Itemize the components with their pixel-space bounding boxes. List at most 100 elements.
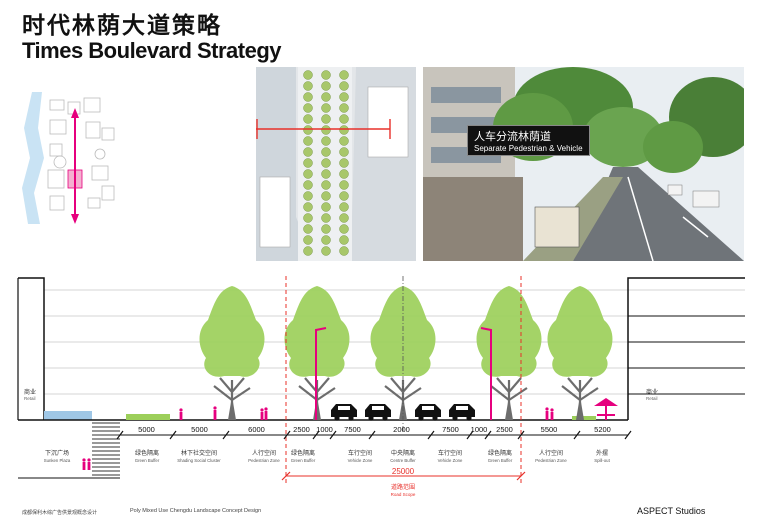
zone-label-en: Green Buffer [488, 458, 513, 463]
zone-label-cn: 车行空间 [438, 449, 462, 457]
plan-tree [303, 125, 313, 135]
plan-tree [339, 180, 349, 190]
plan-tree [339, 213, 349, 223]
person-icon [213, 406, 217, 420]
dimension-label: 2000 [393, 425, 410, 434]
plaza-water [44, 411, 92, 420]
page-title-en: Times Boulevard Strategy [22, 38, 282, 63]
arrow-down-icon [71, 214, 79, 224]
plan-tree [321, 70, 331, 80]
key-map [20, 88, 122, 228]
street-photo [423, 67, 744, 261]
plan-tree [321, 202, 331, 212]
person-icon [179, 408, 183, 420]
zone-label-cn: 人行空间 [539, 449, 563, 457]
dimension-label: 1000 [316, 425, 333, 434]
dimension-label: 7500 [442, 425, 459, 434]
plan-tree [321, 191, 331, 201]
plan-tree [339, 81, 349, 91]
plan-tree [303, 180, 313, 190]
zone-label-cn: 林下社交空间 [181, 449, 217, 457]
right-building-label-en: Retail [646, 396, 658, 401]
plan-tree [321, 235, 331, 245]
zone-label-cn: 绿色隔离 [488, 449, 512, 457]
plan-view [256, 67, 416, 261]
plan-tree [303, 191, 313, 201]
plan-tree [321, 158, 331, 168]
page-title-cn: 时代林荫大道策略 [22, 13, 222, 39]
section-cars [331, 404, 475, 421]
photo-callout: 人车分流林荫道 Separate Pedestrian & Vehicle [467, 125, 590, 156]
plan-tree [339, 70, 349, 80]
section-tree [199, 286, 265, 420]
plan-tree [321, 147, 331, 157]
zone-label-cn: 绿色隔离 [135, 449, 159, 457]
plan-tree [321, 125, 331, 135]
plan-tree [339, 169, 349, 179]
plan-tree [339, 224, 349, 234]
plan-tree [303, 224, 313, 234]
plan-tree [303, 169, 313, 179]
plan-tree [321, 103, 331, 113]
dimension-label: 2500 [496, 425, 513, 434]
zone-label-cn: 外摆 [596, 449, 608, 457]
section-tree [547, 286, 613, 420]
plan-tree [303, 70, 313, 80]
dimension-label: 5500 [541, 425, 558, 434]
car-icon [331, 404, 357, 421]
person-icon [87, 458, 91, 470]
lamp-posts [315, 327, 492, 420]
zone-label-en: Green Buffer [291, 458, 316, 463]
arrow-up-icon [71, 108, 79, 118]
green-buffer-hedge [126, 414, 170, 420]
section-tree [476, 286, 542, 420]
plan-tree [339, 103, 349, 113]
plan-tree [321, 92, 331, 102]
section-trees [199, 286, 613, 420]
photo-callout-en: Separate Pedestrian & Vehicle [474, 144, 583, 153]
zone-label-en: Sunken Plaza [44, 458, 71, 463]
plan-tree [321, 136, 331, 146]
plan-tree [303, 235, 313, 245]
plan-tree [303, 246, 313, 256]
spill-out-umbrella [594, 398, 618, 420]
plan-tree [339, 235, 349, 245]
dimension-label: 6000 [248, 425, 265, 434]
road-scope-lines [285, 276, 522, 486]
right-building-label-cn: 商业 [646, 388, 658, 396]
zone-label-cn: 人行空间 [252, 449, 276, 457]
plan-tree [339, 202, 349, 212]
person-icon [545, 407, 549, 420]
plan-tree [303, 81, 313, 91]
plan-tree [303, 213, 313, 223]
road-scope-cn: 道路范围 [391, 483, 415, 491]
plan-tree [303, 158, 313, 168]
plan-tree [339, 147, 349, 157]
right-building [627, 277, 745, 420]
map-blocks [47, 97, 115, 211]
plan-tree [321, 213, 331, 223]
plan-tree [303, 92, 313, 102]
person-icon [264, 407, 268, 420]
dimension-label: 5000 [191, 425, 208, 434]
zone-label-en: Spill-out [594, 458, 610, 463]
pedestrians [82, 406, 554, 470]
zone-label-cn: 车行空间 [348, 449, 372, 457]
zone-label-cn: 中央隔离 [391, 449, 415, 457]
zone-label-en: Pedestrian Zone [248, 458, 280, 463]
plan-tree [339, 191, 349, 201]
person-icon [550, 408, 554, 420]
plan-tree [321, 180, 331, 190]
plan-tree [303, 114, 313, 124]
zone-label-en: Shading Social Cluster [177, 458, 221, 463]
zone-label-cn: 下沉广场 [45, 449, 69, 457]
zone-label-en: Centre Buffer [390, 458, 416, 463]
dimension-label: 5000 [138, 425, 155, 434]
plan-tree [303, 136, 313, 146]
dimension-label: 2500 [293, 425, 310, 434]
zone-label-en: Vehicle Zone [438, 458, 463, 463]
car-icon [415, 404, 441, 421]
road-scope-en: Road Scope [391, 492, 416, 497]
left-building [18, 277, 45, 420]
